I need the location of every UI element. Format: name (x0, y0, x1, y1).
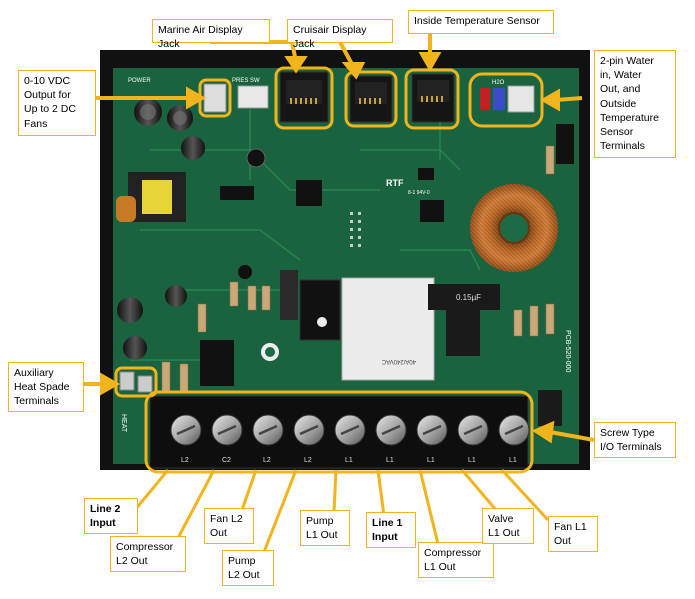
callout-inside-temperature-sensor: Inside Temperature Sensor (408, 10, 554, 34)
callout-vdc-output: 0-10 VDC Output for Up to 2 DC Fans (18, 70, 96, 136)
terminal-label: L1 (427, 457, 435, 464)
pres-sw-marking: PRES SW (232, 78, 260, 84)
screw-slot (340, 424, 360, 436)
callout-compressor-l1: Compressor L1 Out (418, 542, 494, 578)
highlight-marine-air (274, 66, 334, 130)
callout-aux-heat-spade: Auxiliary Heat Spade Terminals (8, 362, 84, 412)
film-capacitor (428, 284, 500, 310)
callout-fan-l1: Fan L1 Out (548, 516, 598, 552)
callout-line1-input: Line 1 Input (366, 512, 416, 548)
callout-marine-air-display-jack: Marine Air Display Jack (152, 19, 270, 50)
fan-output-connector (203, 83, 227, 113)
callout-cruisair-display-jack: Cruisair Display Jack (287, 19, 393, 50)
relay-rating: 40A/240VAC (381, 358, 416, 364)
water-terminal-blue (493, 88, 505, 110)
callout-pump-l2: Pump L2 Out (222, 550, 274, 586)
highlight-cruisair (344, 70, 398, 128)
pcb-marking: PCB-520-000 (564, 330, 571, 373)
terminal-label: L1 (509, 457, 517, 464)
callout-line2-input: Line 2 Input (84, 498, 138, 534)
screw-slot (422, 424, 442, 436)
power-marking: POWER (128, 78, 151, 84)
highlight-inside-temp (404, 68, 460, 130)
callout-compressor-l2: Compressor L2 Out (110, 536, 186, 572)
power-relay (341, 277, 435, 381)
capacitor-label: 0.15µF (456, 293, 481, 302)
callout-pump-l1: Pump L1 Out (300, 510, 350, 546)
water-terminal-red (480, 88, 490, 110)
rtf-marking: RTF (386, 178, 404, 188)
aux-heat-spade-2 (137, 375, 153, 393)
screw-slot (463, 424, 483, 436)
terminal-label: L2 (304, 457, 312, 464)
terminal-label: C2 (222, 457, 231, 464)
callout-fan-l2: Fan L2 Out (204, 508, 254, 544)
screw-slot (504, 424, 524, 436)
water-terminal-white (507, 85, 535, 113)
h2o-marking: H2O (492, 80, 505, 86)
highlight-screw-terminals (144, 390, 534, 474)
terminal-pointer-lines (128, 468, 550, 553)
screw-slot (217, 424, 237, 436)
screw-terminals: L2 C2 L2 L2 L1 L1 L1 L1 L1 (170, 414, 530, 464)
terminal-label: L1 (468, 457, 476, 464)
callout-screw-terminals: Screw Type I/O Terminals (594, 422, 676, 458)
screw-slot (176, 424, 196, 436)
terminal-label: L2 (181, 457, 189, 464)
screw-slot (299, 424, 319, 436)
callout-valve-l1: Valve L1 Out (482, 508, 534, 544)
terminal-label: L1 (345, 457, 353, 464)
callout-water-terminals: 2-pin Water in, Water Out, and Outside T… (594, 50, 676, 158)
rtf-code-marking: 8-1 94V-0 (408, 190, 430, 196)
aux-heat-spade-1 (119, 371, 135, 391)
screw-slot (258, 424, 278, 436)
heat-marking: HEAT (120, 414, 127, 433)
terminal-label: L1 (386, 457, 394, 464)
screw-slot (381, 424, 401, 436)
terminal-label: L2 (263, 457, 271, 464)
